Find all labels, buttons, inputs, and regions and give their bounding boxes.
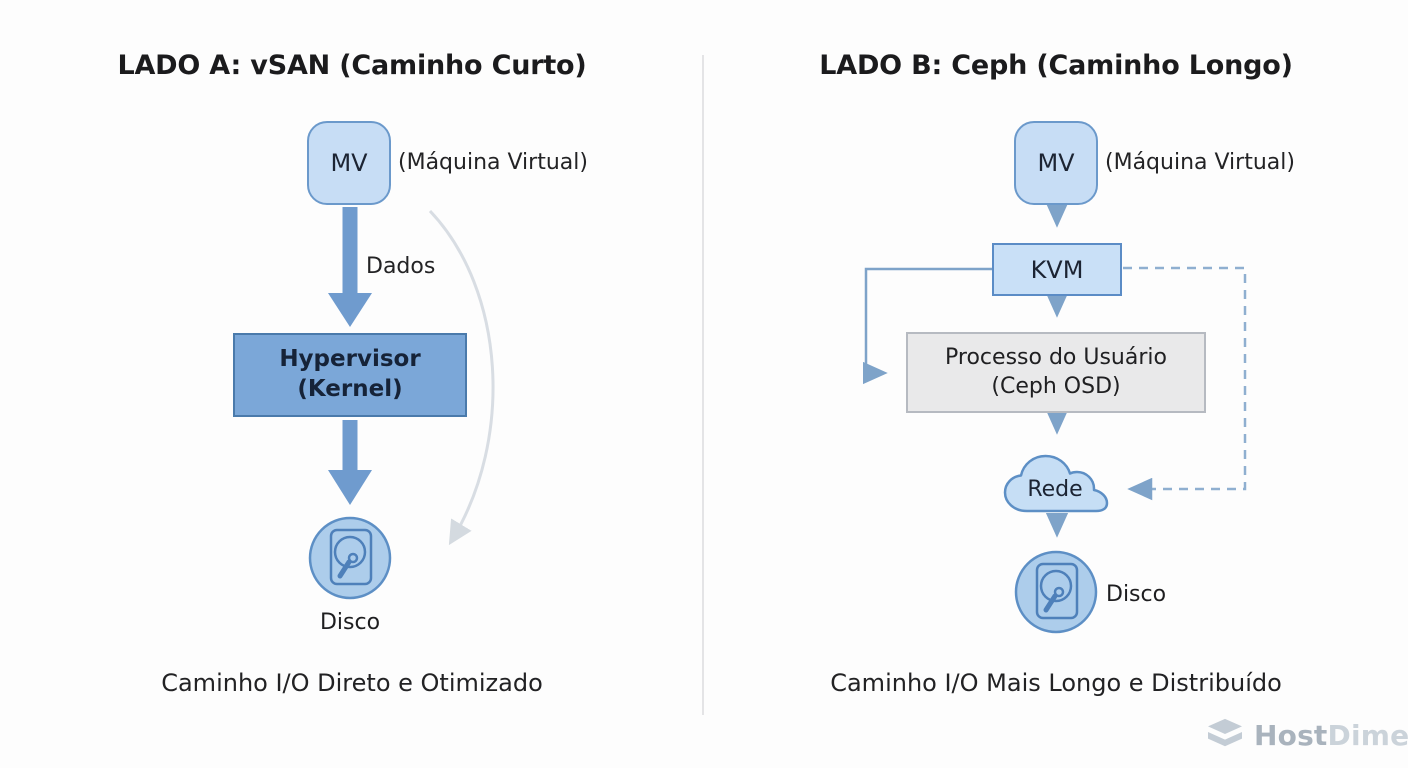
left-vm-box: MV <box>307 121 391 205</box>
right-vm-box: MV <box>1014 121 1098 205</box>
right-vm-annotation: (Máquina Virtual) <box>1105 150 1295 175</box>
user-process-label-line1: Processo do Usuário <box>945 344 1167 370</box>
right-vm-label: MV <box>1037 149 1075 177</box>
panel-divider <box>702 55 704 715</box>
left-panel-title: LADO A: vSAN (Caminho Curto) <box>117 50 587 81</box>
left-disk-label: Disco <box>319 610 381 635</box>
arrow-hypervisor-to-disk <box>328 420 372 505</box>
right-caption: Caminho I/O Mais Longo e Distribuído <box>830 669 1282 697</box>
hypervisor-label-line2: (Kernel) <box>297 376 403 402</box>
hypervisor-label-line1: Hypervisor <box>279 346 421 373</box>
kvm-label: KVM <box>1030 255 1084 284</box>
network-cloud-label: Rede <box>1027 477 1083 502</box>
user-process-box: Processo do Usuário (Ceph OSD) <box>906 332 1206 413</box>
user-process-label-line2: (Ceph OSD) <box>991 373 1121 399</box>
hostdime-logo-icon <box>1203 716 1247 754</box>
network-cloud-icon <box>1000 449 1113 517</box>
left-vm-annotation: (Máquina Virtual) <box>398 150 588 175</box>
kvm-box: KVM <box>992 243 1122 296</box>
left-disk-icon <box>308 516 392 600</box>
right-disk-icon <box>1014 550 1098 634</box>
data-arrow-label: Dados <box>366 254 436 279</box>
left-vm-label: MV <box>330 149 368 177</box>
hostdime-watermark: HostDime <box>1203 716 1408 754</box>
left-caption: Caminho I/O Direto e Otimizado <box>161 669 543 697</box>
right-disk-label: Disco <box>1106 582 1167 607</box>
hypervisor-box: Hypervisor (Kernel) <box>233 333 467 417</box>
right-panel-title: LADO B: Ceph (Caminho Longo) <box>819 50 1293 81</box>
watermark-dime-text: Dime <box>1327 718 1408 752</box>
watermark-host-text: Host <box>1254 718 1328 752</box>
